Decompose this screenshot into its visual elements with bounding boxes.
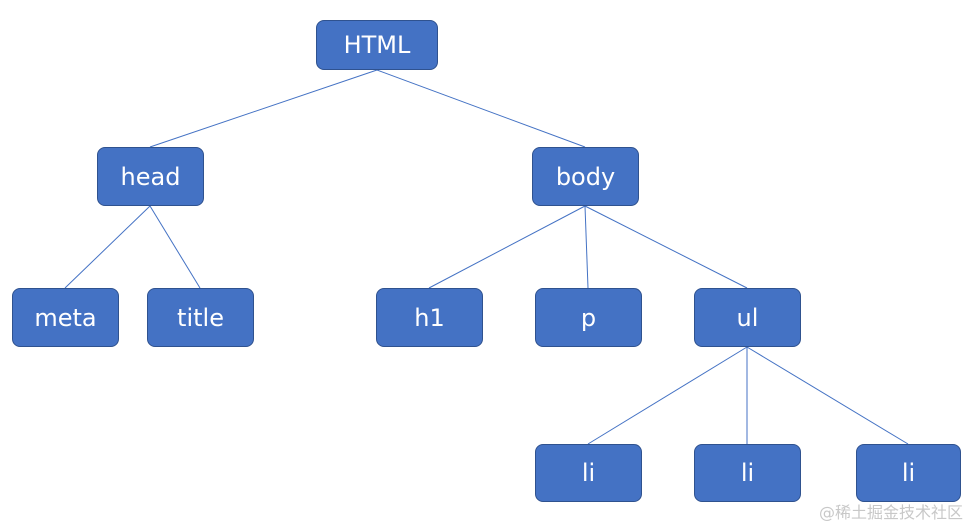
watermark: @稀土掘金技术社区 [818,503,963,522]
node-p: p [535,288,642,347]
node-head: head [97,147,204,206]
edge-html-body [376,69,586,148]
node-h1: h1 [376,288,483,347]
edge-head-meta [64,205,151,289]
node-li-2: li [694,444,801,502]
node-li-3: li [856,444,961,502]
edge-ul-li-1 [587,346,748,445]
edge-head-title [149,205,201,289]
edge-body-h1 [428,205,586,289]
node-body: body [532,147,639,206]
node-ul: ul [694,288,801,347]
edge-html-head [149,69,378,148]
node-title: title [147,288,254,347]
edge-body-ul [584,205,748,289]
edge-ul-li-3 [746,346,909,445]
node-li-1: li [535,444,642,502]
node-html: HTML [316,20,438,70]
edge-body-p [584,205,589,289]
node-meta: meta [12,288,119,347]
